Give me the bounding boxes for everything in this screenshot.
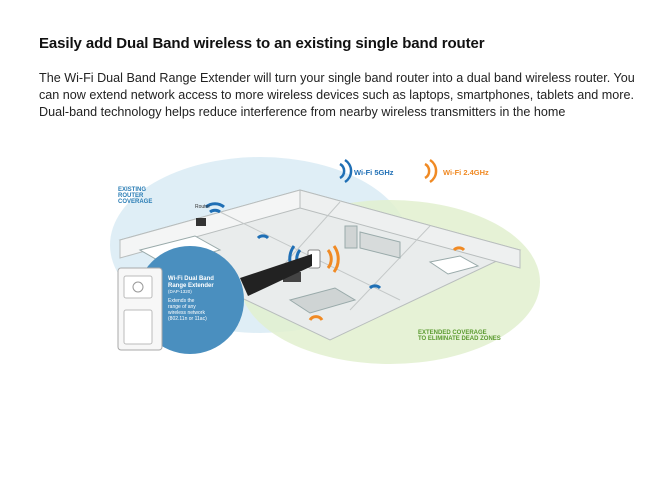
svg-text:(DAP-1320): (DAP-1320) — [168, 289, 192, 294]
svg-text:range of any: range of any — [168, 304, 196, 310]
description-paragraph: The Wi-Fi Dual Band Range Extender will … — [39, 71, 635, 119]
wifi-24ghz-arcs — [308, 245, 466, 321]
sofa — [288, 287, 357, 314]
legend-24ghz: Wi-Fi 2.4GHz — [424, 158, 489, 184]
callout-circle — [136, 246, 244, 354]
svg-text:Wi-Fi 2.4GHz: Wi-Fi 2.4GHz — [443, 168, 489, 177]
svg-text:COVERAGE: COVERAGE — [118, 199, 152, 205]
extender-plug-illustration — [117, 267, 163, 351]
dining-table — [428, 255, 480, 275]
callout-text: Wi-Fi Dual Band Range Extender (DAP-1320… — [168, 276, 214, 322]
cropped-text-fragment: • • • • • — [38, 0, 85, 4]
svg-text:EXTENDED COVERAGE: EXTENDED COVERAGE — [418, 330, 487, 336]
legend-5ghz: Wi-Fi 5GHz — [339, 158, 394, 184]
existing-coverage-label: EXISTING ROUTER COVERAGE — [118, 187, 152, 205]
router-label: Router — [195, 204, 210, 210]
svg-text:Wi-Fi Dual Band: Wi-Fi Dual Band — [168, 276, 214, 282]
laptop-device — [283, 272, 301, 282]
svg-text:ROUTER: ROUTER — [118, 193, 144, 199]
router-device — [196, 218, 206, 226]
svg-text:Extends the: Extends the — [168, 298, 195, 304]
svg-text:Range Extender: Range Extender — [168, 283, 214, 289]
svg-text:TO ELIMINATE DEAD ZONES: TO ELIMINATE DEAD ZONES — [418, 336, 501, 342]
fridge — [344, 225, 358, 249]
svg-text:Wi-Fi 5GHz: Wi-Fi 5GHz — [354, 168, 394, 177]
svg-text:wireless network: wireless network — [168, 310, 205, 316]
page-heading: Easily add Dual Band wireless to an exis… — [39, 35, 485, 52]
range-extender-diagram: Wi-Fi 5GHz Wi-Fi 2.4GHz EXISTING ROUTER … — [110, 157, 540, 364]
callout-pointer — [240, 254, 312, 296]
svg-text:EXISTING: EXISTING — [118, 187, 146, 193]
svg-text:(802.11n or 11ac): (802.11n or 11ac) — [168, 316, 207, 322]
house-wall-right — [299, 189, 521, 269]
extended-coverage-label: EXTENDED COVERAGE TO ELIMINATE DEAD ZONE… — [418, 330, 501, 342]
kitchen-counter — [359, 231, 401, 259]
